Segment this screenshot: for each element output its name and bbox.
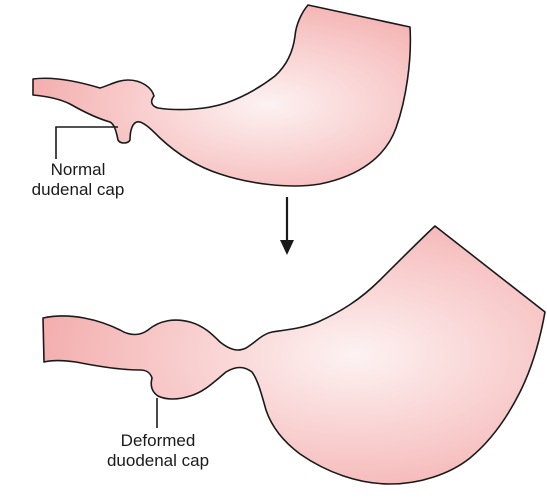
deformed-cap-label-line1: Deformed <box>88 431 228 451</box>
normal-cap-label-line2: dudenal cap <box>18 180 138 200</box>
normal-cap-label-line1: Normal <box>18 160 138 180</box>
deformed-cap-label-line2: duodenal cap <box>88 451 228 471</box>
down-arrow-icon <box>280 197 294 255</box>
normal-stomach-shape <box>33 5 410 186</box>
normal-cap-leader-line <box>56 127 118 159</box>
deformed-cap-label: Deformed duodenal cap <box>88 431 228 471</box>
normal-cap-label: Normal dudenal cap <box>18 160 138 200</box>
normal-stomach-illustration <box>33 5 410 186</box>
